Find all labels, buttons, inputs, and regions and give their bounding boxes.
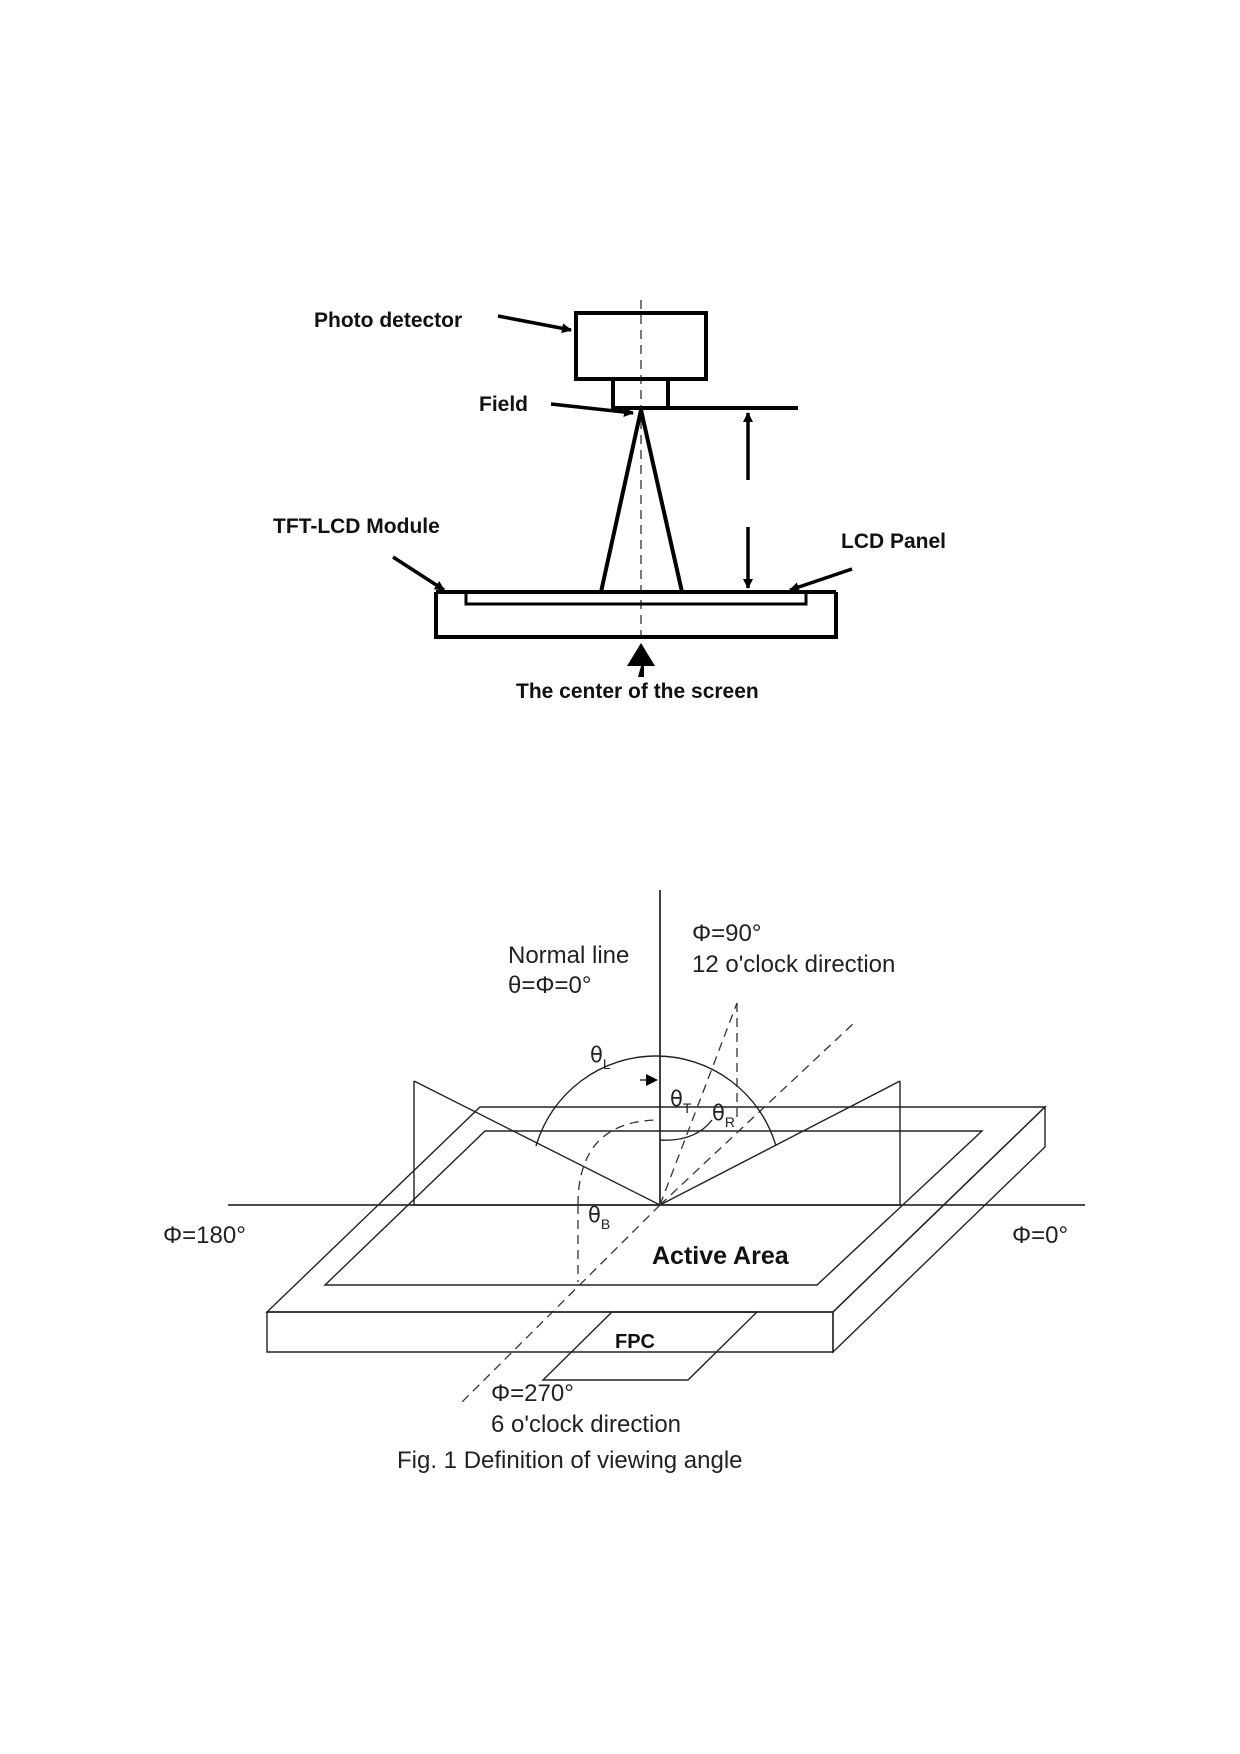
panel-front-face xyxy=(266,1311,834,1353)
viewing-angle-diagram: θL θT θR θB Normal line θ=Φ=0° Φ=90° 12 … xyxy=(163,890,1085,1474)
theta-t-label: θT xyxy=(670,1087,692,1116)
normal-line-label: Normal line xyxy=(508,942,629,969)
lcd-panel-leader xyxy=(789,567,853,592)
tft-module-leader xyxy=(392,555,445,592)
phi-180-label: Φ=180° xyxy=(163,1222,246,1249)
figure-caption: Fig. 1 Definition of viewing angle xyxy=(397,1447,743,1474)
theta-l-label: θL xyxy=(590,1043,611,1072)
measurement-setup-diagram: Photo detector Field TFT-LCD Module LCD … xyxy=(273,300,946,703)
theta-b-arc xyxy=(577,1119,661,1206)
right-viewing-triangle xyxy=(659,1080,901,1206)
tft-lcd-module-frame xyxy=(434,592,838,639)
phi-270-label: Φ=270° xyxy=(491,1380,574,1407)
field-label: Field xyxy=(479,393,528,416)
active-area-label: Active Area xyxy=(652,1242,790,1270)
normal-angle-label: θ=Φ=0° xyxy=(508,972,591,999)
theta-r-label: θR xyxy=(712,1101,735,1130)
cone-right-edge xyxy=(639,409,684,593)
fpc-label: FPC xyxy=(615,1331,655,1353)
lcd-panel-label: LCD Panel xyxy=(841,530,946,553)
photo-detector-lens xyxy=(611,377,670,410)
screen-center-arrow-icon xyxy=(627,643,655,677)
six-oclock-dashed-line xyxy=(457,1204,661,1407)
panel-side-face xyxy=(832,1105,1046,1354)
six-oclock-label: 6 o'clock direction xyxy=(491,1411,681,1438)
photo-detector-leader xyxy=(497,314,572,334)
photo-detector-label: Photo detector xyxy=(314,309,462,332)
field-leader xyxy=(550,402,634,417)
theta-t-arc xyxy=(659,1119,713,1141)
theta-b-label: θB xyxy=(588,1203,610,1232)
cone-left-edge xyxy=(599,409,643,593)
twelve-oclock-label: 12 o'clock direction xyxy=(692,951,895,978)
lcd-panel xyxy=(464,590,808,606)
top-view-dashed-line xyxy=(659,1002,738,1206)
viewing-angle-arc xyxy=(535,1055,777,1147)
tft-lcd-module-label: TFT-LCD Module xyxy=(273,515,440,538)
phi-0-label: Φ=0° xyxy=(1012,1222,1068,1249)
active-area-rectangle xyxy=(323,1130,984,1286)
phi-90-label: Φ=90° xyxy=(692,920,761,947)
fpc-connector xyxy=(541,1311,759,1381)
screen-center-label: The center of the screen xyxy=(516,680,759,703)
